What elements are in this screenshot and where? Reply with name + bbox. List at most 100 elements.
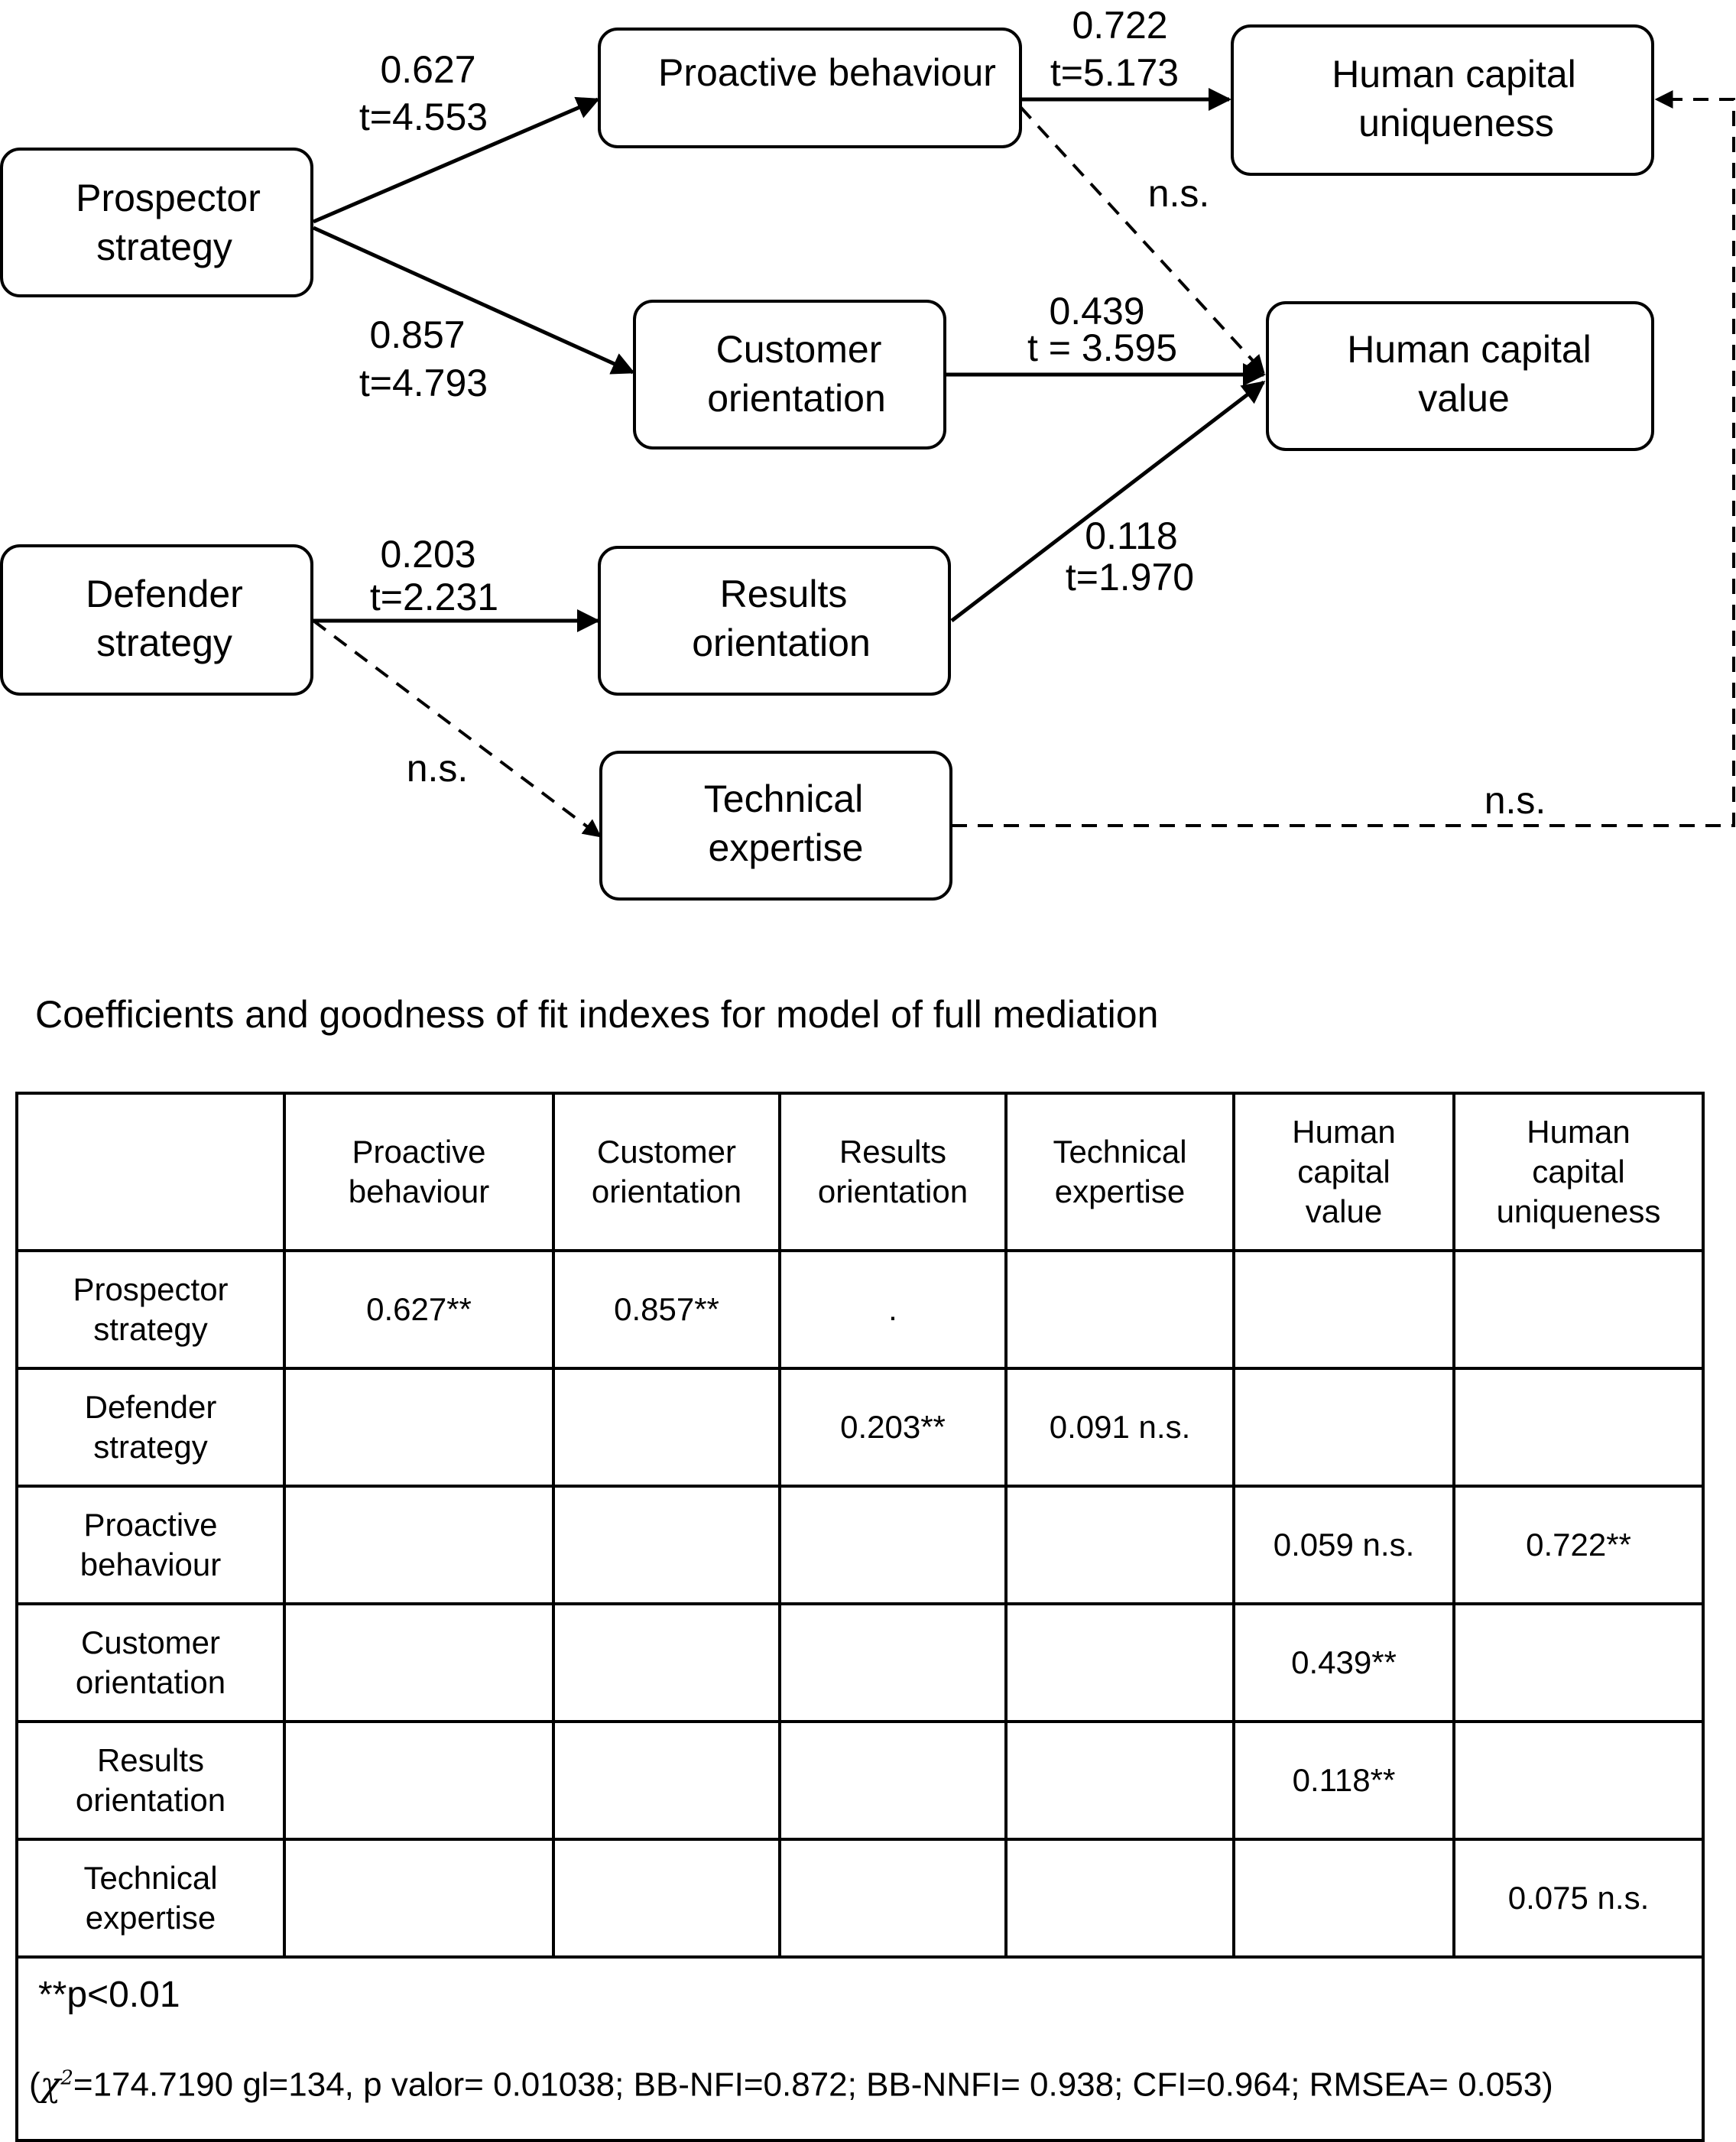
row-header: Proactive behaviour [15,1485,286,1605]
column-header: Human capital uniqueness [1452,1092,1705,1252]
table-cell [283,1838,555,1959]
node-results-orientation: Results orientation [598,546,951,696]
node-defender-strategy: Defender strategy [0,544,313,696]
label-proactive-uniqueness-coef: 0.722 [1072,4,1167,47]
table-cell: 0.059 n.s. [1232,1485,1455,1605]
table-cell [283,1367,555,1488]
column-header: Customer orientation [552,1092,781,1252]
table-cell [283,1485,555,1605]
node-label: uniqueness [1358,102,1554,144]
label-proactive-value-ns: n.s. [1148,172,1210,215]
significance-note: **p<0.01 [38,1975,180,2015]
table-cell [1004,1602,1235,1723]
node-human-capital-value: Human capital value [1266,301,1654,451]
row-header: Prospector strategy [15,1249,286,1370]
table-cell: 0.627** [283,1249,555,1370]
node-label: strategy [96,226,232,268]
node-label: Human capital [1332,53,1576,96]
node-proactive-behaviour: Proactive behaviour [598,28,1022,148]
table-cell: 0.857** [552,1249,781,1370]
column-header: Technical expertise [1004,1092,1235,1252]
table-cell [1232,1249,1455,1370]
node-label: orientation [707,377,886,420]
row-header: Results orientation [15,1720,286,1841]
row-header: Customer orientation [15,1602,286,1723]
node-label: Customer [716,328,882,371]
table-cell [283,1720,555,1841]
label-defender-technical-ns: n.s. [407,747,469,790]
table-cell [778,1485,1008,1605]
table-cell [1004,1720,1235,1841]
header-corner [15,1092,286,1252]
edge-prospector-customer [312,226,635,375]
label-prospector-proactive-t: t=4.553 [359,96,488,138]
edge-results-value [950,381,1266,622]
label-customer-value-coef: 0.439 [1049,290,1144,333]
edge-technical-uniqueness [952,90,1735,827]
label-technical-uniqueness-ns: n.s. [1485,779,1546,822]
node-label: Proactive behaviour [658,51,996,94]
table-cell: 0.075 n.s. [1452,1838,1705,1959]
node-label: Results [720,573,848,615]
table-header-row: Proactive behaviour Customer orientation… [15,1092,1705,1252]
table-cell [1232,1838,1455,1959]
table-cell: 0.118** [1232,1720,1455,1841]
table-cell: 0.091 n.s. [1004,1367,1235,1488]
table-cell [552,1485,781,1605]
table-cell: 0.439** [1232,1602,1455,1723]
table-row: Proactive behaviour 0.059 n.s.0.722** [15,1485,1705,1605]
table-cell: . [778,1249,1008,1370]
table-cell: 0.203** [778,1367,1008,1488]
table-cell [1452,1367,1705,1488]
table-row: Defender strategy 0.203**0.091 n.s. [15,1367,1705,1488]
table-caption: Coefficients and goodness of fit indexes… [35,993,1159,1036]
table-cell [1004,1485,1235,1605]
table-footnote: **p<0.01 (χ2=174.7190 gl=134, p valor= 0… [15,1955,1705,2142]
node-label: expertise [709,826,864,869]
column-header: Human capital value [1232,1092,1455,1252]
table-cell [283,1602,555,1723]
table-row: Results orientation 0.118** [15,1720,1705,1841]
table-cell [552,1602,781,1723]
table-cell [778,1838,1008,1959]
edge-prospector-proactive [313,96,600,224]
node-label: Prospector [76,177,261,219]
label-defender-results-coef: 0.203 [380,533,475,576]
node-label: value [1418,377,1510,420]
node-technical-expertise: Technical expertise [599,751,952,901]
node-label: strategy [96,622,232,664]
node-prospector-strategy: Prospector strategy [0,148,313,297]
table-cell: 0.722** [1452,1485,1705,1605]
table-cell [1452,1249,1705,1370]
path-diagram: 0.627 t=4.553 0.857 t=4.793 0.203 t=2.23… [0,4,1735,901]
column-header: Results orientation [778,1092,1008,1252]
label-defender-results-t: t=2.231 [370,576,498,618]
table-cell [552,1720,781,1841]
node-label: Technical [704,777,863,820]
table-row: Customer orientation 0.439** [15,1602,1705,1723]
edge-proactive-value [1019,105,1265,374]
label-proactive-uniqueness-t: t=5.173 [1050,51,1179,94]
table-cell [778,1602,1008,1723]
label-prospector-customer-coef: 0.857 [369,313,465,356]
row-header: Defender strategy [15,1367,286,1488]
node-human-capital-uniqueness: Human capital uniqueness [1231,24,1654,176]
node-label: Human capital [1347,328,1592,371]
coefficients-table: Proactive behaviour Customer orientation… [15,1092,1705,2142]
label-prospector-proactive-coef: 0.627 [380,48,475,91]
table-cell [1452,1720,1705,1841]
table-cell [552,1367,781,1488]
table-cell [552,1838,781,1959]
node-label: orientation [692,622,871,664]
table-row: Technical expertise 0.075 n.s. [15,1838,1705,1959]
row-header: Technical expertise [15,1838,286,1959]
table-cell [1452,1602,1705,1723]
label-results-value-coef: 0.118 [1085,514,1177,557]
table-cell [1232,1367,1455,1488]
label-customer-value-t: t = 3.595 [1027,326,1177,369]
table-footer-row: **p<0.01 (χ2=174.7190 gl=134, p valor= 0… [15,1955,1705,2142]
edge-defender-technical [312,619,602,838]
fit-indexes: (χ2=174.7190 gl=134, p valor= 0.01038; B… [29,2065,1553,2105]
table-cell [778,1720,1008,1841]
